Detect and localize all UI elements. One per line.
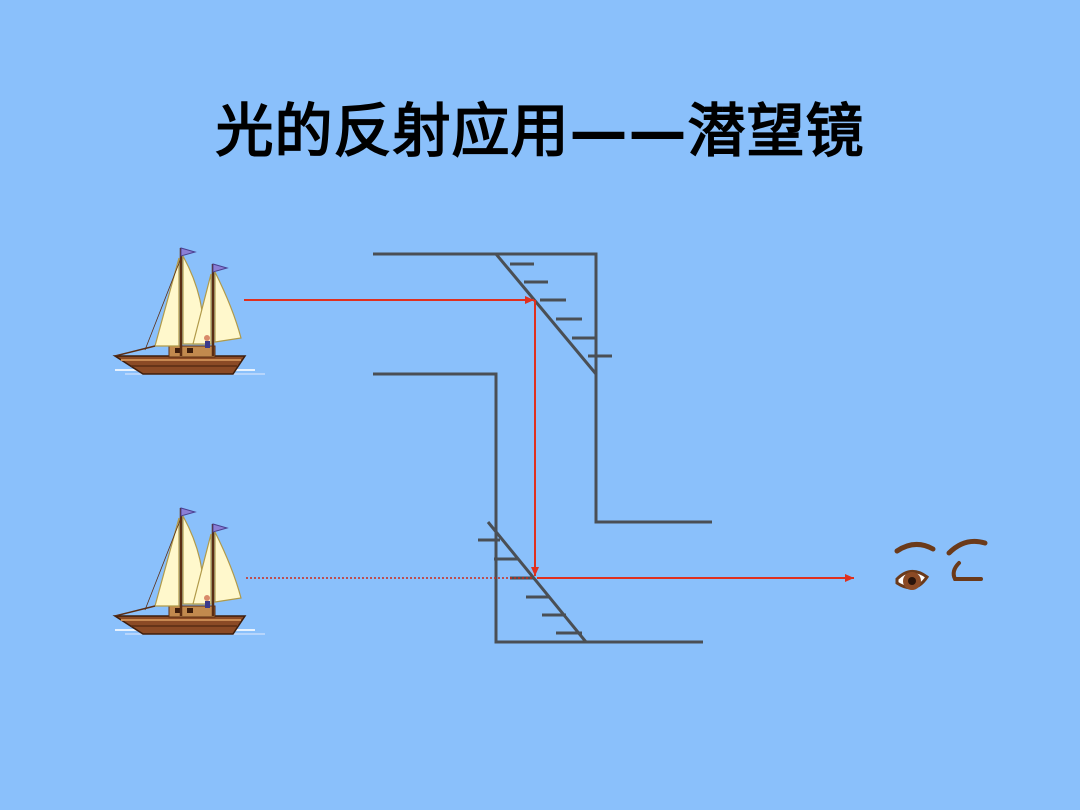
eye-icon — [894, 538, 988, 590]
upper-mirror — [494, 253, 612, 375]
light-ray — [244, 296, 854, 582]
periscope-tube — [373, 252, 712, 644]
page-title: 光的反射应用——潜望镜 — [215, 97, 865, 165]
sailboat-icon — [113, 506, 267, 636]
sailboat-icon — [113, 246, 267, 376]
lower-mirror — [478, 521, 588, 643]
